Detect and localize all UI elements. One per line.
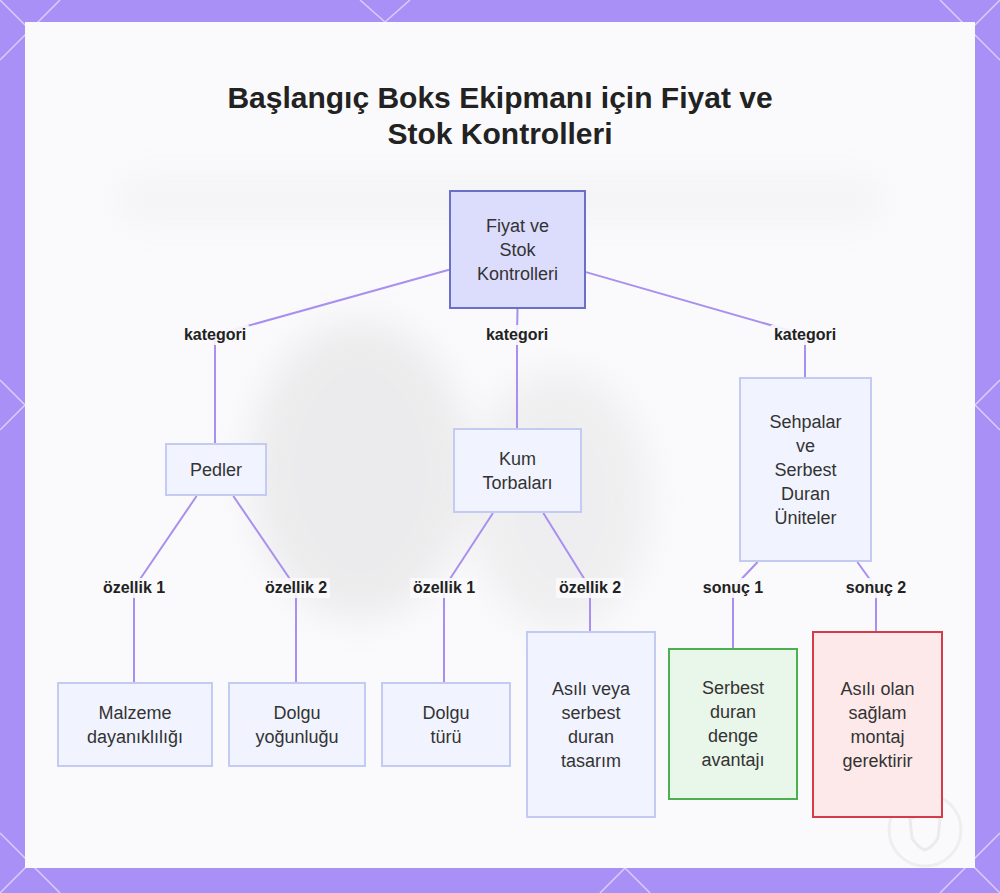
result-box: Serbest duran denge avantajı bbox=[668, 648, 798, 800]
feature-box: Malzeme dayanıklılığı bbox=[57, 682, 213, 767]
feature-box: Dolgu yoğunluğu bbox=[228, 682, 366, 767]
connector-line bbox=[543, 513, 590, 631]
node-text: Dolgu türü bbox=[413, 701, 479, 749]
connector-line bbox=[215, 270, 449, 443]
panel bbox=[25, 22, 975, 868]
connector-line bbox=[733, 562, 758, 648]
node-text: Asılı veya serbest duran tasarım bbox=[545, 677, 637, 773]
root-box: Fiyat ve Stok Kontrolleri bbox=[449, 190, 586, 309]
feature-box: Asılı veya serbest duran tasarım bbox=[526, 631, 656, 818]
category-box: Pedler bbox=[165, 443, 267, 496]
category-box: Sehpalar ve Serbest Duran Üniteler bbox=[739, 377, 872, 562]
node-text: Dolgu yoğunluğu bbox=[250, 701, 344, 749]
edge-label: kategori bbox=[181, 325, 249, 345]
node-text: Kum Torbaları bbox=[480, 447, 555, 495]
category-box: Kum Torbaları bbox=[453, 428, 582, 513]
result-box: Asılı olan sağlam montaj gerektirir bbox=[812, 631, 943, 818]
node-text: Malzeme dayanıklılığı bbox=[69, 701, 201, 749]
edge-label: özellik 2 bbox=[556, 578, 624, 598]
edge-label: özellik 2 bbox=[262, 578, 330, 598]
node-text: Fiyat ve Stok Kontrolleri bbox=[474, 214, 561, 286]
edge-label: özellik 1 bbox=[100, 578, 168, 598]
node-text: Pedler bbox=[190, 458, 242, 482]
node-text: Sehpalar ve Serbest Duran Üniteler bbox=[763, 410, 848, 530]
blur-shape bbox=[250, 320, 470, 620]
edge-label: sonuç 2 bbox=[843, 578, 909, 598]
diagram-title: Başlangıç Boks Ekipmanı için Fiyat ve St… bbox=[215, 80, 785, 152]
edge-label: kategori bbox=[483, 325, 551, 345]
node-text: Asılı olan sağlam montaj gerektirir bbox=[832, 677, 923, 773]
edge-label: özellik 1 bbox=[410, 578, 478, 598]
edge-label: kategori bbox=[771, 325, 839, 345]
feature-box: Dolgu türü bbox=[381, 682, 511, 767]
edge-label: sonuç 1 bbox=[700, 578, 766, 598]
blurred-photo bbox=[120, 180, 880, 630]
node-text: Serbest duran denge avantajı bbox=[690, 676, 776, 772]
